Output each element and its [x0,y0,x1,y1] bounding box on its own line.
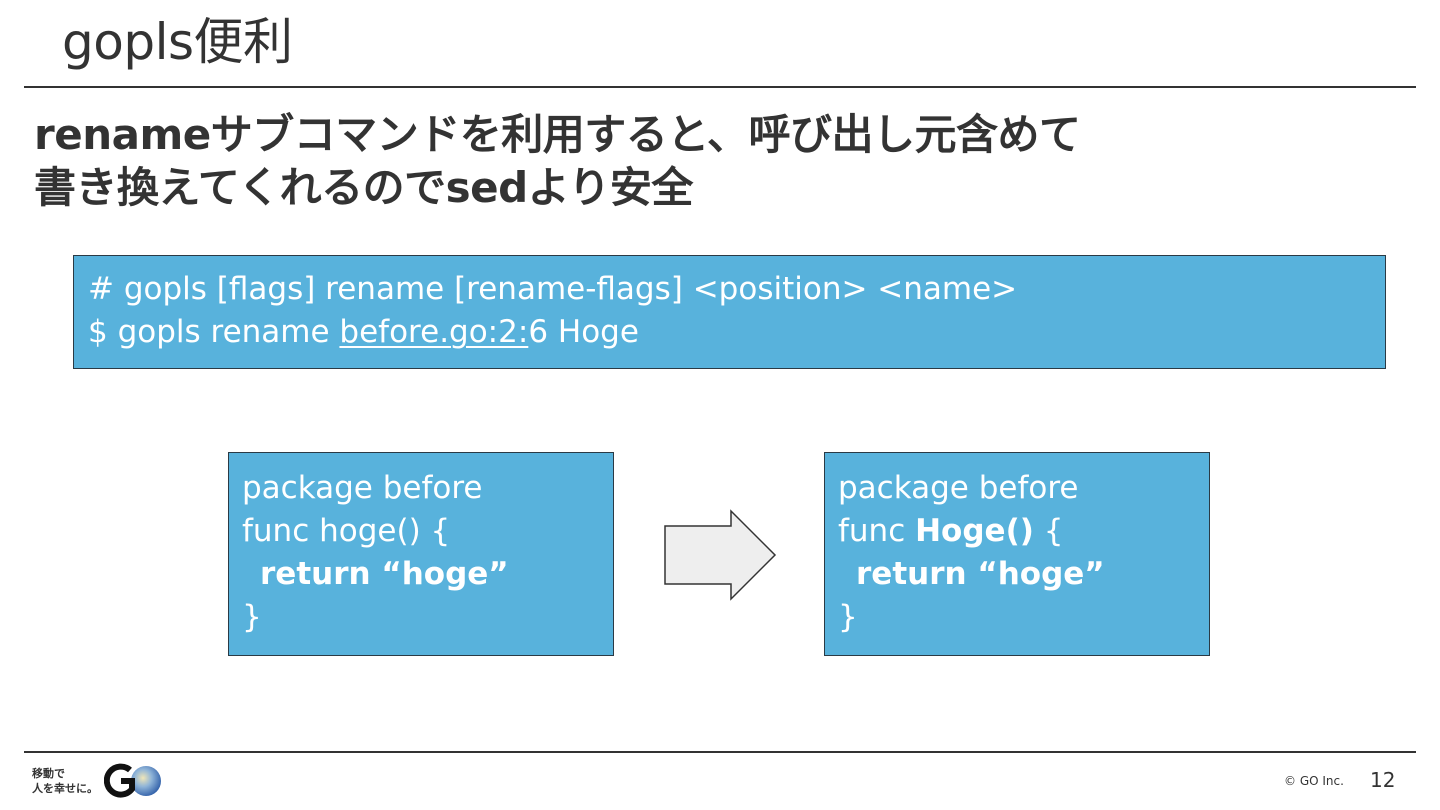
after-func-brace: { [1033,513,1064,549]
before-code-box: package before func hoge() { return “hog… [228,452,614,656]
command-example-line: $ gopls rename before.go:2:6 Hoge [88,311,1371,354]
tagline-line-1: 移動で [32,767,65,780]
before-return-line: return “hoge” [260,556,509,592]
tagline-line-2: 人を幸せに。 [32,782,98,795]
after-code-box: package before func Hoge() { return “hog… [824,452,1210,656]
go-logo-icon [104,763,161,798]
command-example-prefix: $ gopls rename [88,314,340,350]
after-closing-brace: } [838,599,858,635]
after-func-line: func Hoge() { [838,510,1196,553]
command-position-link[interactable]: before.go:2: [339,314,529,350]
command-usage-line: # gopls [flags] rename [rename-flags] <p… [88,271,1018,307]
command-example-suffix: 6 Hoge [528,314,639,350]
footer-tagline: 移動で 人を幸せに。 [32,766,98,796]
page-number: 12 [1370,768,1396,792]
command-box: # gopls [flags] rename [rename-flags] <p… [73,255,1386,369]
before-func-brace: { [420,513,451,549]
headline-line-2: 書き換えてくれるのでsedより安全 [34,163,693,212]
headline-line-1: renameサブコマンドを利用すると、呼び出し元含めて [34,110,1081,159]
footer-divider [24,751,1416,753]
after-func-name: Hoge() [915,513,1034,549]
slide-headline: renameサブコマンドを利用すると、呼び出し元含めて 書き換えてくれるのでse… [34,108,1394,214]
before-func-keyword: func [242,513,320,549]
before-package-line: package before [242,470,483,506]
title-divider [24,86,1416,88]
before-func-line: func hoge() { [242,510,600,553]
slide-title: gopls便利 [62,13,293,71]
after-func-keyword: func [838,513,916,549]
after-package-line: package before [838,470,1079,506]
copyright-notice: © GO Inc. [1284,774,1344,788]
right-arrow-icon [664,509,777,601]
before-func-name: hoge() [319,513,421,549]
before-closing-brace: } [242,599,262,635]
after-return-line: return “hoge” [856,556,1105,592]
